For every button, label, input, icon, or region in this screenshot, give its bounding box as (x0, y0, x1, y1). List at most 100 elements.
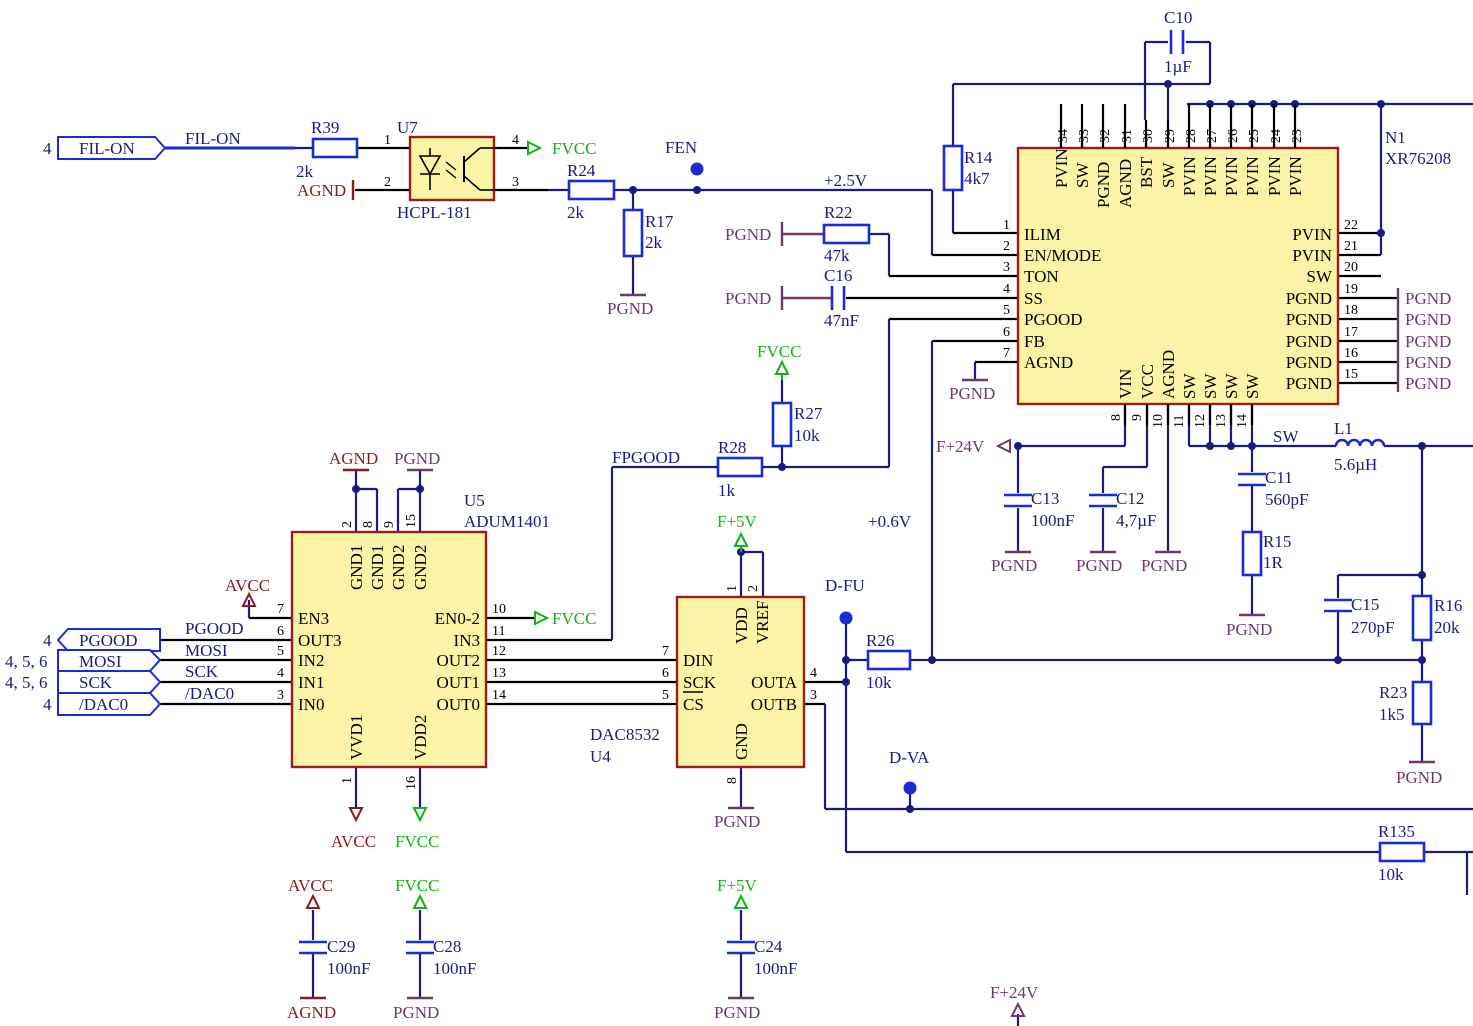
pgnd-label: PGND (1405, 289, 1451, 308)
net-d-fu: D-FU (825, 576, 865, 595)
capacitor-c29[interactable]: C29 100nF (299, 937, 370, 978)
ic-u5[interactable]: U5 ADUM1401 2 8 9 15 GND1 GND1 GND2 GND2… (277, 491, 550, 790)
pin-name: AGND (1024, 353, 1073, 372)
pin-number: 3 (277, 688, 284, 703)
u5-bottom-pins: 1 16 VVD1 VDD2 (340, 715, 430, 790)
ic-u7[interactable]: U7 HCPL-181 1 2 3 4 (384, 118, 519, 222)
agnd-symbol-icon: AGND (287, 996, 336, 1022)
capacitor-c13[interactable]: C13 100nF (1004, 489, 1074, 530)
pin-number: 1 (725, 585, 740, 592)
u4-ref: U4 (590, 747, 611, 766)
n1-bottom-leads (1123, 404, 1254, 425)
pin-name: PVIN (1052, 148, 1071, 188)
u5-left-pins: 7 6 5 4 3 EN3 OUT3 IN2 IN1 IN0 (277, 602, 341, 714)
capacitor-c15[interactable]: C15 270pF (1324, 595, 1394, 637)
pgnd-symbol-icon: PGND (1226, 613, 1272, 639)
pgnd-label: PGND (991, 556, 1037, 575)
port-dac0[interactable]: /DAC0 4 (43, 692, 162, 716)
pin-number: 24 (1269, 129, 1284, 143)
resistor-r22[interactable]: R22 47k (822, 203, 871, 265)
resistor-r27[interactable]: R27 10k (771, 401, 823, 448)
resistor-r15[interactable]: R15 1R (1241, 530, 1291, 577)
pin-name: OUT1 (437, 673, 480, 692)
pin-name: PGND (1286, 332, 1332, 351)
port-mosi[interactable]: MOSI 4, 5, 6 (5, 649, 162, 672)
fvcc-label: FVCC (395, 832, 439, 851)
pin-name: PGND (1286, 310, 1332, 329)
resistor-r17[interactable]: R17 2k (622, 208, 674, 258)
c10-ref: C10 (1164, 8, 1192, 27)
port-mosi-sheet: 4, 5, 6 (5, 652, 48, 671)
pin-number: 20 (1344, 260, 1358, 275)
pin-number: 10 (1151, 414, 1166, 428)
pgnd-symbol-icon: PGND (607, 293, 653, 318)
pin-name: SW (1243, 373, 1262, 399)
pin-number: 26 (1226, 129, 1241, 143)
pin-number: 1 (1003, 218, 1010, 233)
pgnd-label: PGND (1405, 353, 1451, 372)
pin-number: 25 (1247, 129, 1262, 143)
ic-u4[interactable]: DAC8532 U4 1 2 VDD VREF 7 6 5 DIN SCK CS… (590, 585, 817, 784)
pgnd-label: PGND (725, 225, 771, 244)
resistor-r14[interactable]: R14 4k7 (942, 144, 993, 192)
f24v-label: F+24V (936, 437, 985, 456)
net-fil-on: FIL-ON (185, 129, 241, 148)
net-2v5: +2.5V (824, 171, 868, 190)
port-sck-label: SCK (79, 673, 113, 692)
fvcc-arrow-icon: FVCC (395, 807, 439, 851)
net-pgood: PGOOD (185, 619, 244, 638)
pin-name: PVIN (1292, 225, 1332, 244)
capacitor-c10[interactable]: C10 1µF (1164, 8, 1192, 76)
capacitor-c11[interactable]: C11 560pF (1238, 468, 1308, 509)
pin-name: OUT0 (437, 695, 480, 714)
port-pgood[interactable]: PGOOD 4 (43, 628, 161, 652)
net-sck: SCK (185, 662, 219, 681)
fvcc-label: FVCC (395, 876, 439, 895)
resistor-r24[interactable]: R24 2k (548, 161, 616, 222)
u7-ref: U7 (397, 118, 418, 137)
pin-number: 6 (1003, 325, 1010, 340)
ic-n1[interactable]: N1 XR76208 34 33 32 31 30 29 28 27 26 25… (1003, 104, 1451, 428)
capacitor-c28[interactable]: C28 100nF (406, 937, 476, 978)
pin-number: 5 (662, 688, 669, 703)
resistor-r39[interactable]: R39 2k (295, 118, 359, 181)
port-sck[interactable]: SCK 4, 5, 6 (5, 670, 162, 694)
pin-number: 21 (1344, 239, 1358, 254)
pin-name: IN0 (298, 695, 324, 714)
f24v-arrow-icon: F+24V (936, 437, 1011, 456)
pin-number: 12 (492, 644, 506, 659)
pin-number: 13 (1214, 414, 1229, 428)
pin-name: VVD1 (347, 715, 366, 760)
pin-name: PVIN (1180, 156, 1199, 196)
fvcc-arrow-icon: FVCC (395, 876, 439, 909)
f5v-arrow-icon: F+5V (717, 512, 758, 552)
pgnd-symbol-icon: PGND (725, 222, 784, 246)
pgnd-label: PGND (394, 449, 440, 468)
pin-name: IN2 (298, 651, 324, 670)
capacitor-c12[interactable]: C12 4,7µF (1089, 489, 1157, 530)
resistor-r135[interactable]: R135 10k (1378, 822, 1426, 884)
l1-ref: L1 (1334, 419, 1353, 438)
capacitor-c16[interactable]: C16 47nF (824, 266, 859, 330)
pgnd-symbol-icon: PGND (949, 378, 995, 403)
resistor-r16[interactable]: R16 20k (1411, 594, 1462, 642)
pin-number: 16 (1344, 346, 1358, 361)
avcc-arrow-icon: AVCC (225, 576, 270, 607)
resistor-r23[interactable]: R23 1k5 (1379, 680, 1433, 726)
pin-name: VDD2 (411, 715, 430, 760)
pin-name: PGND (1286, 353, 1332, 372)
resistor-r26[interactable]: R26 10k (866, 631, 912, 692)
pin-number: 13 (492, 666, 506, 681)
capacitor-c24[interactable]: C24 100nF (727, 937, 797, 978)
r23-ref: R23 (1379, 683, 1407, 702)
pin-number: 6 (662, 666, 669, 681)
resistor-r28[interactable]: R28 1k (716, 438, 764, 500)
inductor-l1[interactable]: L1 5.6µH (1334, 419, 1386, 474)
pin-name: IN1 (298, 673, 324, 692)
port-fil-on[interactable]: FIL-ON 4 (43, 136, 167, 160)
f5v-label: F+5V (717, 876, 758, 895)
f5v-arrow-icon: F+5V (717, 876, 758, 909)
pgnd-symbol-icon: PGND (725, 286, 784, 310)
pin-name: SCK (683, 673, 717, 692)
